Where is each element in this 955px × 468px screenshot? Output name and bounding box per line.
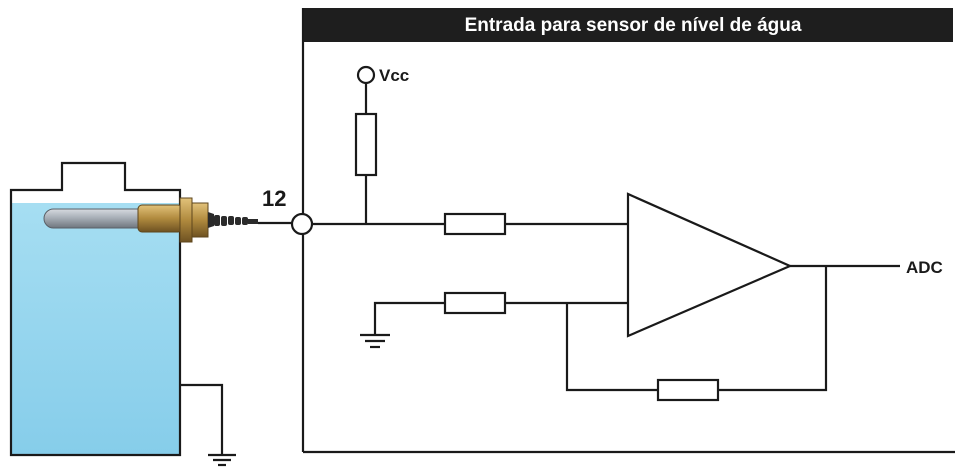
probe-thread (191, 202, 209, 238)
tank-ground (180, 383, 236, 467)
water-tank (9, 161, 182, 457)
adc-label: ADC (906, 258, 943, 277)
input-resistor (443, 212, 507, 236)
vcc-pullup: Vcc (354, 65, 409, 224)
input-panel: Entrada para sensor de nível de água (301, 8, 955, 454)
panel-header-bar (302, 8, 953, 42)
pullup-resistor (354, 112, 378, 177)
op-amp (626, 192, 793, 338)
feedback-resistor (656, 378, 720, 402)
vcc-terminal (356, 65, 376, 85)
panel-title: Entrada para sensor de nível de água (465, 15, 802, 36)
probe-hex-nut (179, 197, 193, 243)
water-fill (11, 203, 180, 455)
ground-resistor (443, 291, 507, 315)
tank-outline (9, 161, 182, 457)
level-sensor-probe (43, 197, 258, 243)
reference-ground (360, 301, 445, 349)
probe-cable-ribs (214, 215, 248, 226)
probe-cable-boot (208, 212, 214, 228)
vcc-label: Vcc (379, 66, 409, 85)
probe-cable (248, 219, 258, 224)
input-terminal (290, 212, 314, 236)
probe-body (137, 204, 183, 233)
feedback-network (565, 266, 828, 402)
pin-number-label: 12 (262, 186, 286, 211)
